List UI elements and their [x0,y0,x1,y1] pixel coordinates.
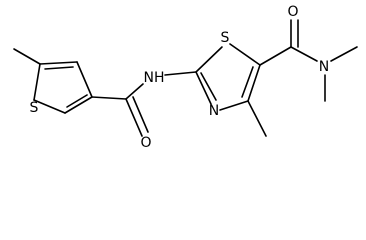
bond-thiophene-c4-c5-double [44,66,74,70]
bond-thiazole-c2-s [195,46,223,73]
bond-thiophene-c2-c3-double [66,94,88,108]
atom-label-layer: S NH O S N O N [30,4,330,151]
bond-carbonyl-oxygen-left [125,98,143,137]
bond-thiazole-s-c5 [229,43,261,66]
atom-label-thiazole-nitrogen: N [209,103,219,119]
bond-carbonyl-nitrogen [290,46,318,62]
bond-thiophene-c3-c4 [76,61,93,98]
bond-thiazole-carbonyl [259,46,292,66]
bond-nh-thiazole [164,71,197,76]
atom-label-thiophene-sulfur: S [30,100,39,116]
bond-thiazole-c4-n3 [219,100,249,111]
atom-label-right-oxygen: O [287,4,298,20]
chemical-structure-diagram: S NH O S N O N [13,4,358,151]
bond-thiophene-c4-c5 [39,61,78,65]
bond-layer [13,19,358,137]
bond-thiazole-c5-c4-double [241,66,254,98]
bond-thiazole-n3-c2-double [200,72,217,101]
atom-label-thiazole-sulfur: S [221,30,230,46]
bond-thiophene-s-c2 [33,99,66,114]
bond-thiophene-c5-s [33,63,41,101]
bond-thiophene-carbonyl [91,96,127,100]
bond-thiazole-n3-c2 [195,71,212,105]
bond-carbonyl-nh [125,83,144,100]
atom-label-dimethyl-nitrogen: N [319,59,329,75]
bond-thiazole-c5-c4 [247,64,261,102]
atom-label-amide-nh: NH [144,70,165,86]
bond-thiazole-methyl [247,100,267,137]
bond-methyl-thiophene [13,48,41,65]
bond-thiophene-c2-c3 [64,96,93,114]
atom-label-left-oxygen: O [140,135,151,151]
bond-nitrogen-methyl-top [330,46,358,62]
bond-carbonyl-oxygen-left-double [132,96,149,133]
